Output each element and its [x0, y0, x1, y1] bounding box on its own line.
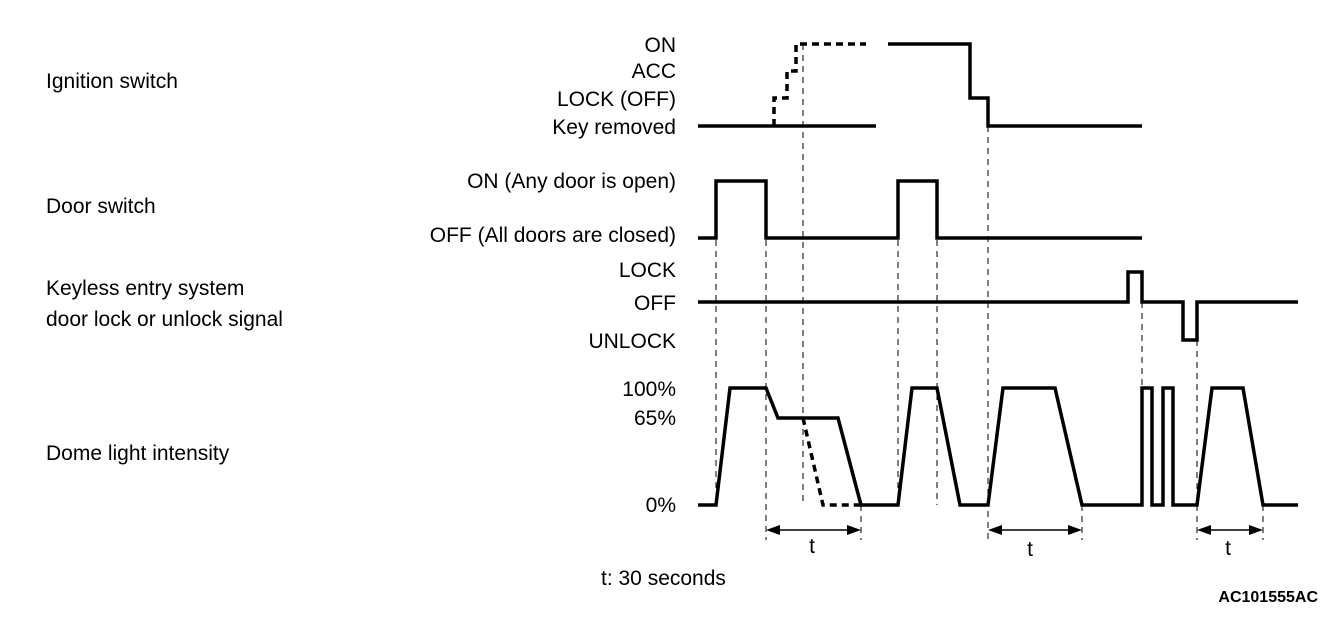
arrow-left-icon	[1197, 525, 1211, 535]
arrow-right-icon	[847, 525, 861, 535]
door-level-on: ON (Any door is open)	[467, 170, 676, 193]
arrow-right-icon	[1068, 525, 1082, 535]
keyless-level-off: OFF	[634, 292, 676, 315]
timing-t-label: t	[809, 535, 815, 558]
dome-level-100: 100%	[622, 378, 676, 401]
ignition-on-off-trace	[888, 42, 1142, 128]
timing-t-label: t	[1027, 538, 1033, 561]
keyless-entry-label-line2: door lock or unlock signal	[46, 308, 283, 331]
dome-level-0: 0%	[646, 494, 676, 517]
ignition-level-key-removed: Key removed	[552, 116, 676, 139]
timing-t-label: t	[1225, 537, 1231, 560]
dome-light-trace	[698, 386, 1298, 507]
ignition-level-lock: LOCK (OFF)	[557, 88, 676, 111]
timing-dimension-3: t	[1197, 525, 1263, 560]
arrow-right-icon	[1249, 525, 1263, 535]
figure-code: AC101555AC	[1218, 589, 1318, 606]
arrow-left-icon	[988, 525, 1002, 535]
keyless-entry-label-line1: Keyless entry system	[46, 277, 244, 300]
dome-level-65: 65%	[634, 407, 676, 430]
ignition-level-on: ON	[645, 34, 677, 57]
timing-dimension-1: t	[766, 525, 861, 558]
ignition-switch-label: Ignition switch	[46, 70, 178, 93]
ignition-key-insert-dashed-trace	[772, 42, 866, 126]
dome-light-intensity-label: Dome light intensity	[46, 442, 230, 465]
door-switch-trace	[698, 179, 1142, 240]
door-level-off: OFF (All doors are closed)	[430, 224, 676, 247]
keyless-level-unlock: UNLOCK	[588, 330, 676, 353]
keyless-level-lock: LOCK	[619, 259, 676, 282]
door-switch-label: Door switch	[46, 195, 156, 218]
keyless-signal-trace	[698, 270, 1298, 342]
arrow-left-icon	[766, 525, 780, 535]
ignition-level-acc: ACC	[632, 60, 676, 83]
timing-dimension-2: t	[988, 525, 1082, 561]
timing-legend: t: 30 seconds	[601, 567, 726, 590]
dome-light-dashed-trace	[801, 417, 861, 507]
